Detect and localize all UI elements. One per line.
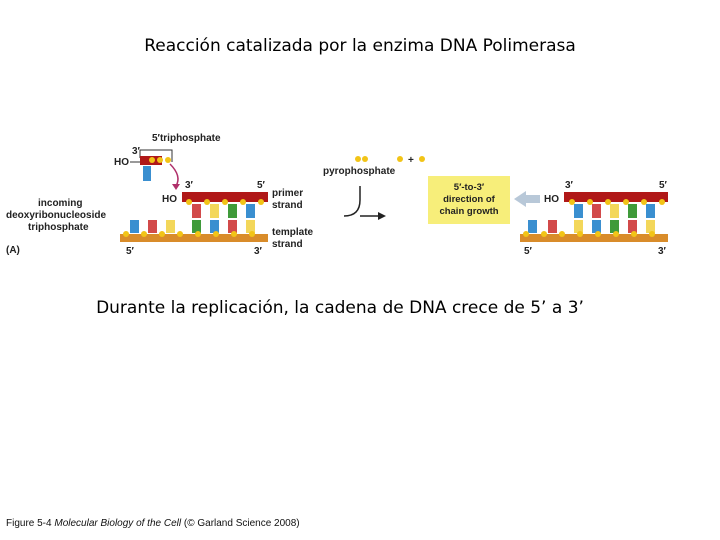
right-template-backbone: [520, 234, 668, 242]
direction-line3: chain growth: [439, 206, 498, 217]
right-primer-phosphates: [569, 199, 665, 205]
incoming-ho-label: HO: [114, 157, 129, 168]
left-template-five-prime: 5′: [126, 246, 135, 257]
right-primer-five-prime: 5′: [659, 180, 668, 191]
right-primer-bases: [574, 204, 655, 218]
pyro-phosphate-1: [355, 156, 361, 162]
pyrophosphate-label: pyrophosphate: [323, 166, 396, 177]
slide-subtitle: Durante la replicación, la cadena de DNA…: [96, 298, 584, 318]
dna-polymerase-diagram: 5′triphosphate 3′ HO incoming deoxyribon…: [6, 133, 668, 257]
right-template-five-prime: 5′: [524, 246, 533, 257]
left-template-backbone: [120, 234, 268, 242]
primer-label-line2: strand: [272, 200, 303, 211]
right-template-bases: [528, 220, 655, 233]
left-template-three-prime: 3′: [254, 246, 263, 257]
left-ho-label: HO: [162, 194, 177, 205]
right-ho-label: HO: [544, 194, 559, 205]
left-primer-bases: [192, 204, 255, 218]
incoming-three-prime-label: 3′: [132, 146, 141, 157]
right-primer-three-prime: 3′: [565, 180, 574, 191]
incoming-nucleotide: 5′triphosphate 3′ HO: [114, 133, 221, 190]
plus-sign: +: [408, 155, 414, 166]
direction-box: [428, 176, 510, 224]
left-template-bases: [130, 220, 255, 233]
caption-book: Molecular Biology of the Cell: [54, 518, 182, 529]
attack-arrowhead: [172, 184, 180, 190]
caption-prefix: Figure 5-4: [6, 518, 52, 529]
template-label-line1: template: [272, 227, 314, 238]
left-primer-five-prime: 5′: [257, 180, 266, 191]
left-primer-phosphates: [186, 199, 264, 205]
primer-label-line1: primer: [272, 188, 303, 199]
direction-line1: 5′-to-3′: [454, 182, 485, 193]
right-template-three-prime: 3′: [658, 246, 667, 257]
caption-suffix: (© Garland Science 2008): [183, 518, 300, 529]
incoming-label-line1: incoming: [38, 198, 82, 209]
left-template-phosphates: [123, 231, 255, 237]
right-primer-backbone: [564, 192, 668, 202]
attack-arrow: [169, 163, 179, 187]
template-label-line2: strand: [272, 239, 303, 250]
figure-caption: Figure 5-4 Molecular Biology of the Cell…: [6, 518, 300, 529]
release-arrow: [343, 186, 361, 217]
left-primer-three-prime: 3′: [185, 180, 194, 191]
right-template-phosphates: [523, 231, 655, 237]
pyro-phosphate-2: [362, 156, 368, 162]
triphosphate-label: 5′triphosphate: [152, 133, 221, 144]
incoming-phosphate-2: [157, 157, 163, 163]
slide-title: Reacción catalizada por la enzima DNA Po…: [144, 36, 576, 56]
pyro-phosphate-4: [419, 156, 425, 162]
direction-line2: direction of: [443, 194, 496, 205]
incoming-phosphate-3: [165, 157, 171, 163]
pyrophosphate-group: + pyrophosphate: [323, 155, 425, 220]
bracket-line: [139, 149, 173, 162]
growth-arrow-icon: [514, 191, 540, 207]
incoming-label-line3: triphosphate: [28, 222, 89, 233]
incoming-phosphate-1: [149, 157, 155, 163]
incoming-label-line2: deoxyribonucleoside: [6, 210, 106, 221]
left-primer-backbone: [182, 192, 268, 202]
pyro-phosphate-3: [397, 156, 403, 162]
left-dna-complex: 3′ 5′ HO 5′: [120, 180, 268, 257]
right-dna-complex: 3′ 5′ HO: [520, 180, 668, 257]
panel-label: (A): [6, 245, 20, 256]
reaction-arrowhead: [378, 212, 386, 220]
incoming-base: [143, 166, 151, 181]
